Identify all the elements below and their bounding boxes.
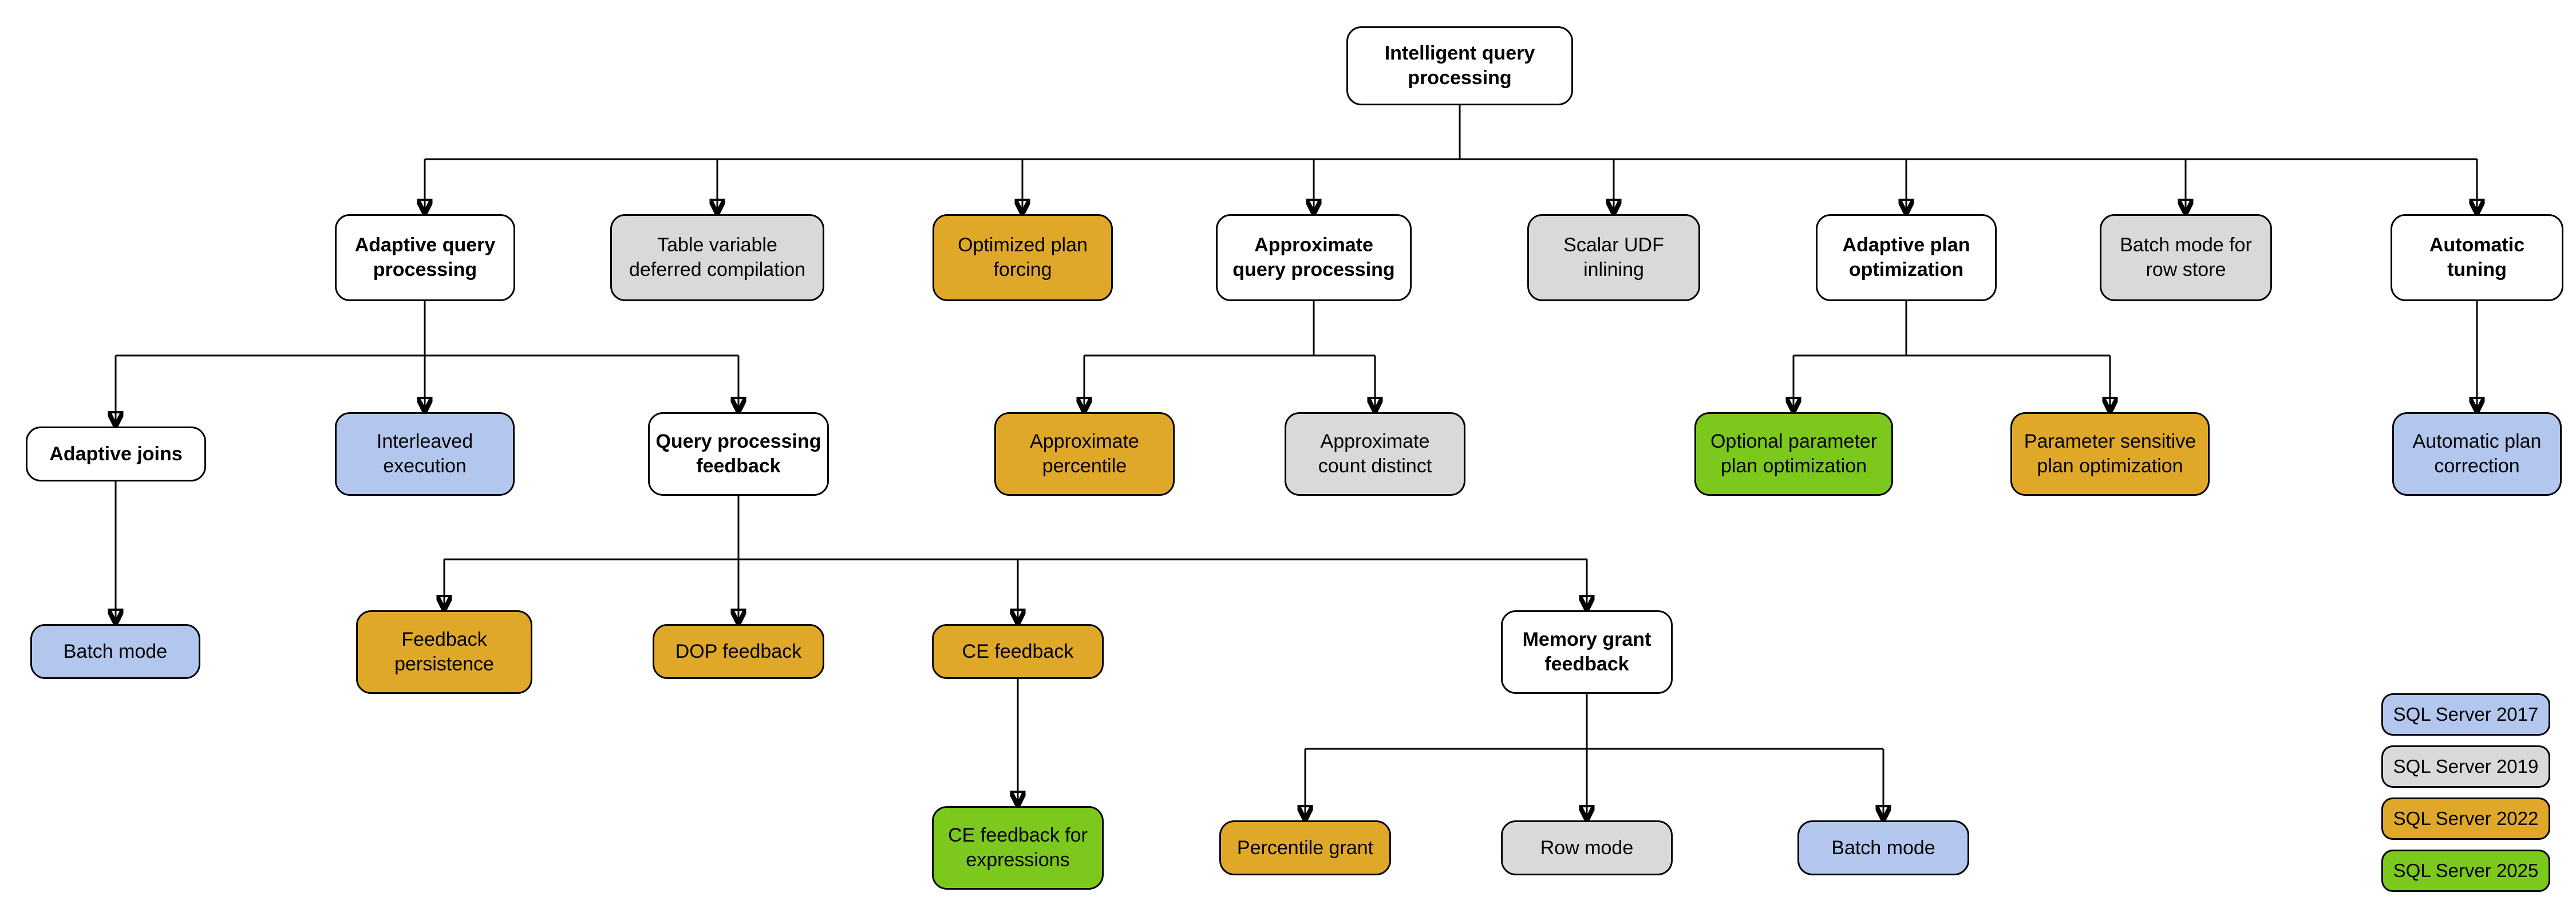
node-ce-feedback: CE feedback [932,624,1104,679]
node-adaptive-plan-optimization: Adaptive plan optimization [1816,214,1997,301]
legend-sql-server-2025: SQL Server 2025 [2381,850,2550,892]
node-optional-parameter-plan-optimization: Optional parameter plan optimization [1694,412,1893,496]
node-query-processing-feedback: Query processing feedback [648,412,829,496]
node-adaptive-query-processing: Adaptive query processing [335,214,515,301]
node-memory-grant-feedback: Memory grant feedback [1501,610,1673,694]
node-parameter-sensitive-plan-optimization: Parameter sensitive plan optimization [2010,412,2210,496]
node-approximate-count-distinct: Approximate count distinct [1285,412,1465,496]
node-optimized-plan-forcing: Optimized plan forcing [933,214,1113,301]
node-automatic-plan-correction: Automatic plan correction [2392,412,2562,496]
node-batch-mode-memory-grant: Batch mode [1797,820,1969,875]
legend-sql-server-2022: SQL Server 2022 [2381,797,2550,840]
node-ce-feedback-for-expressions: CE feedback for expressions [932,806,1104,890]
node-adaptive-joins: Adaptive joins [26,427,206,481]
node-feedback-persistence: Feedback persistence [356,610,532,694]
node-batch-mode-adaptive-joins: Batch mode [30,624,200,679]
legend-sql-server-2019: SQL Server 2019 [2381,745,2550,788]
node-dop-feedback: DOP feedback [653,624,824,679]
node-table-variable-deferred-compilation: Table variable deferred compilation [610,214,824,301]
node-approximate-query-processing: Approximate query processing [1216,214,1412,301]
node-approximate-percentile: Approximate percentile [994,412,1175,496]
node-intelligent-query-processing: Intelligent query processing [1346,26,1573,105]
node-scalar-udf-inlining: Scalar UDF inlining [1527,214,1700,301]
node-row-mode: Row mode [1501,820,1673,875]
node-interleaved-execution: Interleaved execution [335,412,515,496]
node-batch-mode-for-row-store: Batch mode for row store [2100,214,2272,301]
legend-sql-server-2017: SQL Server 2017 [2381,693,2550,736]
node-automatic-tuning: Automatic tuning [2391,214,2563,301]
node-percentile-grant: Percentile grant [1219,820,1391,875]
